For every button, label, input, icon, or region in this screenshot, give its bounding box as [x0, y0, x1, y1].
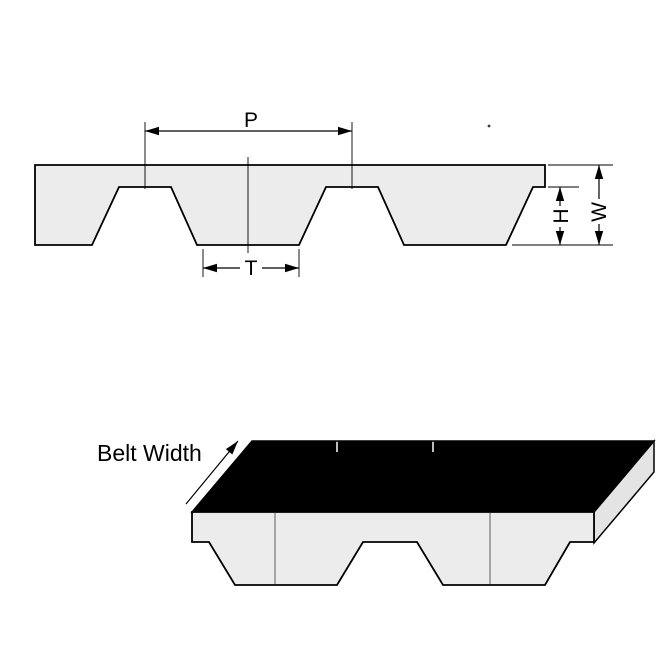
- belt-width-label: Belt Width: [97, 440, 202, 466]
- thickness-label-mask: [590, 199, 608, 224]
- tooth-height-label: H: [550, 208, 573, 223]
- belt-width-arrow: [185, 440, 239, 505]
- belt-front-face: [191, 511, 595, 586]
- tooth-width-label-mask: [240, 256, 262, 278]
- thickness-label: W: [588, 202, 611, 222]
- belt-top-face: [190, 440, 656, 513]
- tooth-width-label: T: [245, 257, 258, 280]
- stray-dot: [487, 124, 491, 128]
- belt-cross-section-diagram: P T H W: [34, 109, 613, 280]
- belt-profile: [34, 164, 546, 246]
- pitch-label: P: [244, 109, 258, 132]
- belt-isometric-view: Belt Width: [97, 438, 656, 586]
- tooth-height-label-mask: [551, 206, 569, 227]
